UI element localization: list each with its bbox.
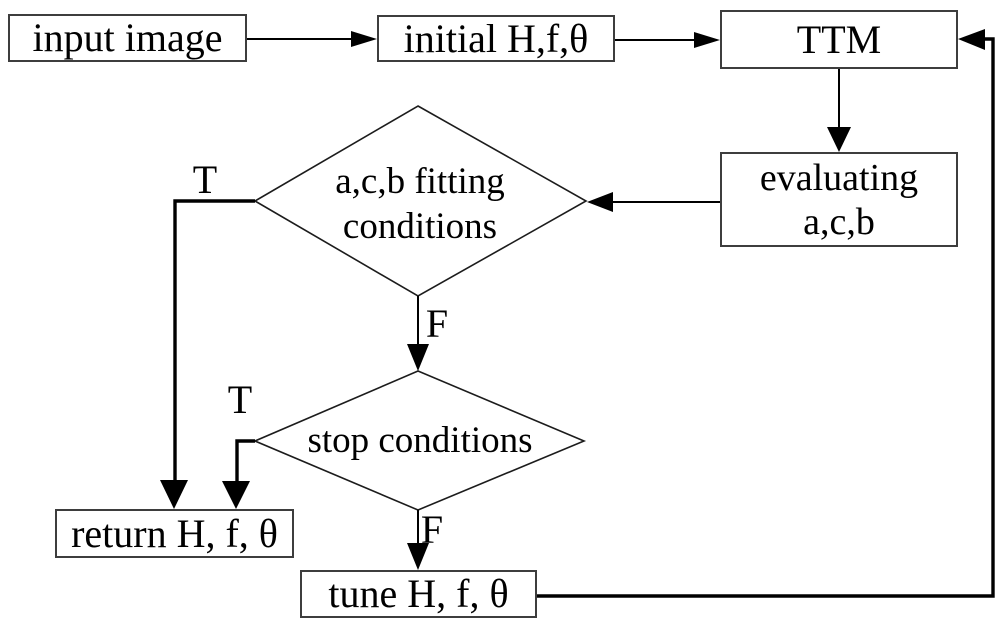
arrow-fitting-true-to-return bbox=[160, 199, 255, 509]
arrow-stop-false-to-tune bbox=[407, 510, 429, 570]
branch-label-stop-true: T bbox=[227, 377, 253, 422]
node-input-image: input image bbox=[8, 14, 247, 62]
arrow-tune-to-ttm-feedback bbox=[537, 29, 995, 598]
decision-acb-fitting-label-line2: conditions bbox=[342, 206, 498, 247]
node-evaluating-acb-line1: evaluating bbox=[759, 156, 919, 199]
node-initial-parameters: initial H,f,θ bbox=[377, 15, 615, 62]
branch-label-fitting-false: F bbox=[425, 301, 449, 346]
decision-stop-label: stop conditions bbox=[270, 418, 570, 463]
node-input-image-label: input image bbox=[32, 15, 223, 61]
arrow-fitting-false-to-stop bbox=[407, 296, 429, 371]
arrow-stop-true-to-return bbox=[222, 439, 255, 509]
node-return-parameters-label: return H, f, θ bbox=[71, 510, 278, 556]
arrow-initial-to-ttm bbox=[615, 32, 720, 48]
arrow-input-to-initial bbox=[247, 31, 377, 47]
node-tune-parameters-label: tune H, f, θ bbox=[328, 571, 509, 617]
arrow-ttm-to-evaluating bbox=[827, 69, 851, 152]
branch-label-stop-false: F bbox=[420, 507, 444, 552]
node-initial-parameters-label: initial H,f,θ bbox=[403, 15, 589, 61]
branch-label-fitting-true: T bbox=[192, 157, 218, 202]
arrow-evaluating-to-fitting bbox=[587, 192, 720, 212]
node-return-parameters: return H, f, θ bbox=[55, 509, 294, 558]
decision-acb-fitting-label: a,c,b fitting conditions bbox=[270, 159, 570, 249]
node-ttm: TTM bbox=[720, 10, 958, 69]
node-ttm-label: TTM bbox=[796, 16, 882, 62]
decision-stop-label-text: stop conditions bbox=[307, 420, 533, 461]
decision-acb-fitting-label-line1: a,c,b fitting bbox=[335, 161, 505, 202]
node-evaluating-acb-line2: a,c,b bbox=[803, 200, 875, 243]
node-evaluating-acb: evaluating a,c,b bbox=[720, 152, 958, 247]
node-tune-parameters: tune H, f, θ bbox=[300, 570, 537, 618]
